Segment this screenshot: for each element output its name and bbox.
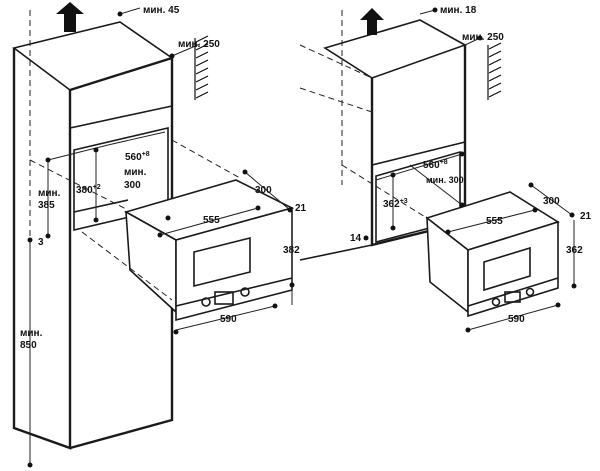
dimension-labels-right: мин. 18 мин. 250 560+8 мин. 300 362+3 14… bbox=[350, 5, 592, 325]
label-height: 362 bbox=[566, 245, 583, 256]
tall-cabinet-left bbox=[12, 10, 174, 450]
label-top-clearance: мин. 45 bbox=[143, 5, 180, 16]
label-front-width: 590 bbox=[508, 314, 525, 325]
label-front-thickness: 21 bbox=[295, 203, 307, 214]
label-cabinet-height: 385 bbox=[38, 200, 55, 211]
dimension-lines-right bbox=[363, 7, 577, 333]
label-niche-height: 380+2 bbox=[76, 184, 101, 196]
label-niche-width: 560+8 bbox=[125, 151, 150, 163]
label-appliance-depth: 300 bbox=[255, 185, 272, 196]
label-height: 382 bbox=[283, 245, 300, 256]
dimension-labels-left: мин. 45 мин. 250 560+8 мин. 300 380+2 ми… bbox=[20, 5, 307, 351]
label-niche-depth: мин. 300 bbox=[426, 175, 464, 185]
label-niche-depth: 300 bbox=[124, 180, 141, 191]
dimension-lines-left bbox=[27, 7, 295, 468]
up-arrow-icon bbox=[56, 2, 84, 32]
label-floor-height: 850 bbox=[20, 340, 37, 351]
label-floor-height-min: мин. bbox=[20, 328, 43, 339]
label-appliance-depth: 300 bbox=[543, 196, 560, 207]
label-front-width: 590 bbox=[220, 314, 237, 325]
wall-hatch-right bbox=[487, 42, 502, 100]
label-front-thickness: 21 bbox=[580, 211, 592, 222]
label-top-clearance: мин. 18 bbox=[440, 5, 477, 16]
up-arrow-icon bbox=[360, 8, 384, 35]
microwave-left bbox=[123, 179, 295, 322]
label-niche-width: 560+8 bbox=[423, 159, 448, 171]
label-niche-depth-min: мин. bbox=[124, 167, 147, 178]
label-gap: 3 bbox=[38, 237, 44, 248]
label-wall-clearance: мин. 250 bbox=[178, 39, 220, 50]
label-niche-height: 362+3 bbox=[383, 198, 408, 210]
wall-hatch-left bbox=[194, 35, 209, 100]
label-body-width: 555 bbox=[486, 216, 503, 227]
label-gap: 14 bbox=[350, 233, 362, 244]
label-wall-clearance: мин. 250 bbox=[462, 32, 504, 43]
label-body-width: 555 bbox=[203, 215, 220, 226]
label-cabinet-height-min: мин. bbox=[38, 188, 61, 199]
